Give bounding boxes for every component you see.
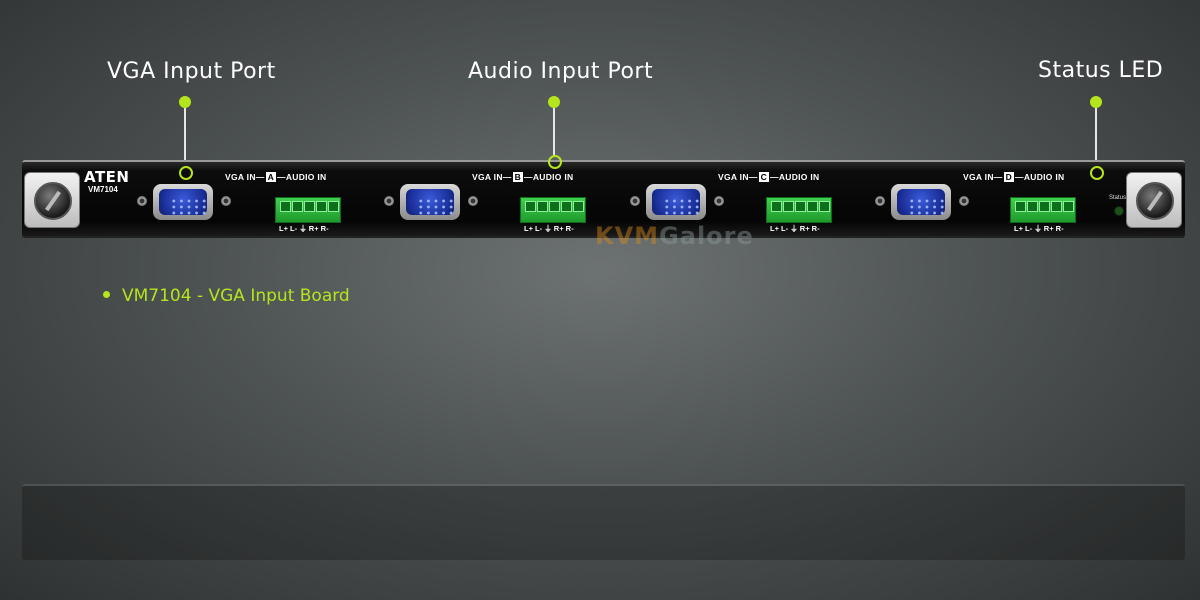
- bullet-item: VM7104 - VGA Input Board: [103, 286, 350, 306]
- slot-a-title: VGA IN—A—AUDIO IN: [225, 172, 326, 182]
- callout-ring-status: [1090, 166, 1104, 180]
- thumbscrew-icon: [34, 182, 72, 220]
- audio-legend-a: L+ L- ⏚ R+ R-: [279, 224, 329, 233]
- reflection-panel: [22, 484, 1185, 560]
- callout-status-led: Status LED: [1038, 58, 1164, 83]
- status-led-icon: [1114, 206, 1124, 216]
- audio-label: —AUDIO IN: [277, 172, 327, 182]
- audio-label: —AUDIO IN: [770, 172, 820, 182]
- vga-label: VGA IN—: [963, 172, 1003, 182]
- jackscrew-icon: [714, 196, 724, 206]
- audio-terminal-b[interactable]: [520, 197, 586, 223]
- audio-label: —AUDIO IN: [524, 172, 574, 182]
- watermark-part-2: Galore: [659, 222, 754, 250]
- leader-line-vga: [184, 108, 186, 166]
- leader-line-status: [1095, 108, 1097, 166]
- vga-port-b[interactable]: [400, 184, 460, 220]
- slot-letter: B: [512, 172, 524, 182]
- callout-dot-audio: [548, 96, 560, 108]
- audio-legend-d: L+ L- ⏚ R+ R-: [1014, 224, 1064, 233]
- callout-ring-vga: [179, 166, 193, 180]
- audio-terminal-c[interactable]: [766, 197, 832, 223]
- panel-reflection: [0, 470, 1200, 600]
- jackscrew-icon: [630, 196, 640, 206]
- vga-label: VGA IN—: [225, 172, 265, 182]
- jackscrew-icon: [137, 196, 147, 206]
- callout-vga-input-port: VGA Input Port: [107, 59, 276, 84]
- vga-port-a[interactable]: [153, 184, 213, 220]
- callout-dot-vga: [179, 96, 191, 108]
- slot-d-title: VGA IN—D—AUDIO IN: [963, 172, 1064, 182]
- thumbscrew-icon: [1136, 182, 1174, 220]
- bullet-dot-icon: [103, 290, 110, 298]
- slot-letter: A: [265, 172, 277, 182]
- slot-c-title: VGA IN—C—AUDIO IN: [718, 172, 819, 182]
- audio-terminal-d[interactable]: [1010, 197, 1076, 223]
- slot-letter: D: [1003, 172, 1015, 182]
- vga-label: VGA IN—: [472, 172, 512, 182]
- callout-audio-input-port: Audio Input Port: [468, 59, 654, 84]
- model-label: VM7104: [88, 185, 118, 194]
- brand-logo: ATEN: [84, 168, 130, 186]
- vga-label: VGA IN—: [718, 172, 758, 182]
- jackscrew-icon: [959, 196, 969, 206]
- watermark: KVMGalore: [595, 222, 754, 250]
- jackscrew-icon: [384, 196, 394, 206]
- status-led-label: Status: [1109, 195, 1127, 201]
- slot-letter: C: [758, 172, 770, 182]
- jackscrew-icon: [875, 196, 885, 206]
- right-thumbscrew[interactable]: [1126, 172, 1182, 228]
- slot-b-title: VGA IN—B—AUDIO IN: [472, 172, 573, 182]
- vga-port-d[interactable]: [891, 184, 951, 220]
- vga-port-c[interactable]: [646, 184, 706, 220]
- watermark-part-1: KVM: [595, 222, 660, 250]
- leader-line-audio: [553, 108, 555, 156]
- audio-legend-b: L+ L- ⏚ R+ R-: [524, 224, 574, 233]
- audio-label: —AUDIO IN: [1015, 172, 1065, 182]
- jackscrew-icon: [221, 196, 231, 206]
- input-board-panel: ATEN VM7104 VGA IN—A—AUDIO IN L+ L- ⏚ R+…: [22, 160, 1185, 238]
- jackscrew-icon: [468, 196, 478, 206]
- left-thumbscrew[interactable]: [24, 172, 80, 228]
- bullet-text: VM7104 - VGA Input Board: [122, 286, 350, 306]
- audio-legend-c: L+ L- ⏚ R+ R-: [770, 224, 820, 233]
- callout-dot-status: [1090, 96, 1102, 108]
- callout-ring-audio: [548, 155, 562, 169]
- audio-terminal-a[interactable]: [275, 197, 341, 223]
